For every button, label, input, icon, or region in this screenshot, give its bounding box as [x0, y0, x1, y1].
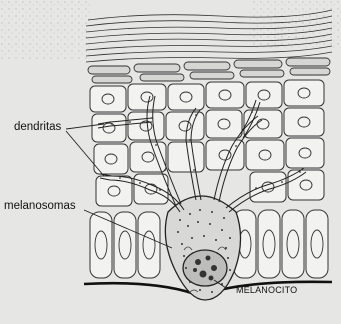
melanocyte-nucleus — [183, 250, 227, 286]
label-melanosomas: melanosomas — [4, 200, 76, 212]
label-melanocito: MELANOCITO — [236, 285, 297, 295]
label-dendritas: dendritas — [14, 121, 61, 133]
